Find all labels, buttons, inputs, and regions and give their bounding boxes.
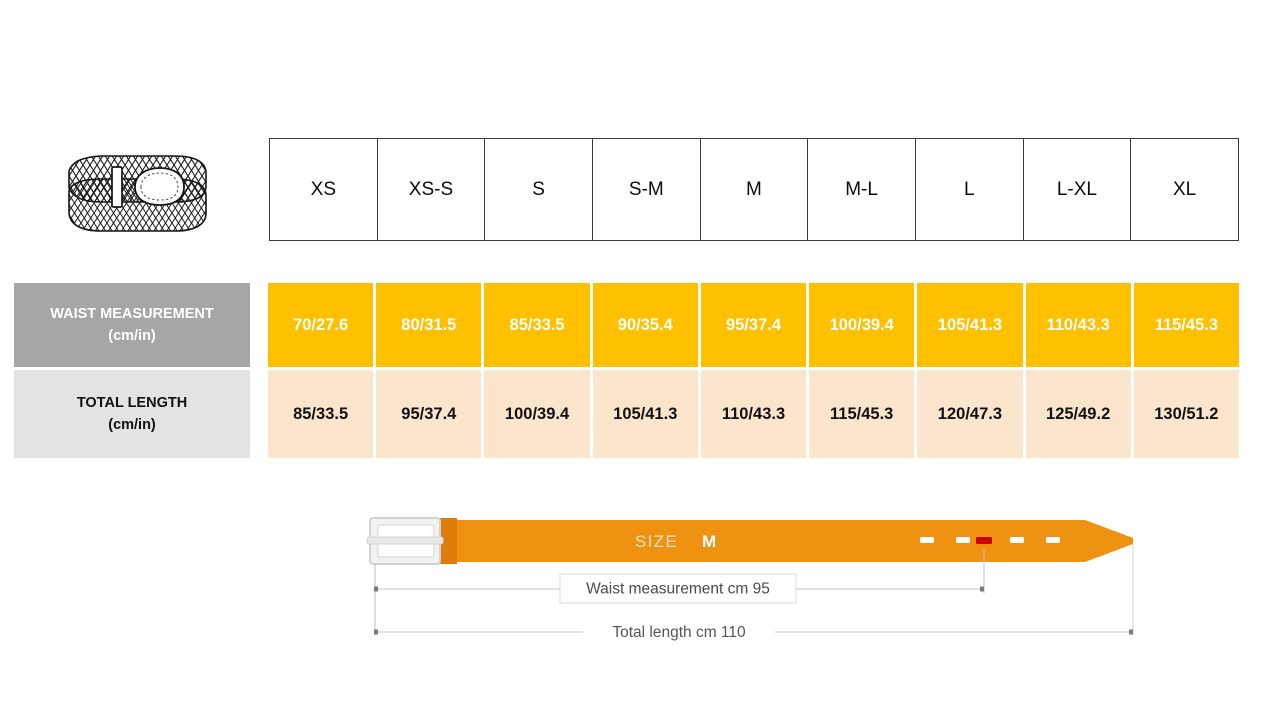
belt-hole-4	[1010, 537, 1024, 543]
length-cell-4: 110/43.3	[700, 370, 807, 458]
length-cell-6: 120/47.3	[917, 370, 1023, 458]
total-length-label-title: TOTAL LENGTH	[76, 394, 188, 411]
size-header-cell-6: L	[914, 138, 1024, 241]
belt-hole-1	[920, 537, 934, 543]
waist-cell-1: 80/31.5	[376, 283, 482, 367]
waist-label-box	[559, 573, 797, 604]
waist-measurement-label-title: WAIST MEASUREMENT	[50, 305, 214, 322]
waist-cell-4: 95/37.4	[700, 283, 807, 367]
belt-buckle-prong-bar	[366, 536, 444, 545]
waist-measurement-caption: Waist measurement cm 95	[586, 581, 770, 598]
braided-belt-illustration	[55, 143, 217, 243]
length-cell-0: 85/33.5	[268, 370, 374, 458]
belt-hole-5	[1046, 537, 1060, 543]
waist-measurement-label: WAIST MEASUREMENT (cm/in)	[14, 283, 250, 367]
waist-cell-5: 100/39.4	[809, 283, 915, 367]
size-header-cell-0: XS	[269, 138, 378, 241]
waist-cell-3: 90/35.4	[592, 283, 698, 367]
waist-cell-2: 85/33.5	[484, 283, 590, 367]
length-cell-3: 105/41.3	[592, 370, 698, 458]
size-header-cell-1: XS-S	[376, 138, 486, 241]
belt-keeper-loop	[439, 518, 457, 564]
total-length-cells: 85/33.5 95/37.4 100/39.4 105/41.3 110/43…	[268, 370, 1239, 458]
size-header-row: XS XS-S S S-M M M-L L L-XL XL	[269, 138, 1239, 241]
belt-hole-2	[956, 537, 970, 543]
waist-cell-7: 110/43.3	[1025, 283, 1131, 367]
waist-measurement-cells: 70/27.6 80/31.5 85/33.5 90/35.4 95/37.4 …	[268, 283, 1239, 367]
size-header-cell-4: M	[699, 138, 809, 241]
total-length-row: TOTAL LENGTH (cm/in) 85/33.5 95/37.4 100…	[14, 370, 1239, 458]
length-cell-8: 130/51.2	[1133, 370, 1239, 458]
waist-dim-tick-left	[374, 586, 378, 592]
size-header-cell-5: M-L	[807, 138, 916, 241]
size-header-cell-7: L-XL	[1022, 138, 1132, 241]
waist-measurement-label-unit: (cm/in)	[108, 328, 156, 344]
belt-measurement-diagram: SIZE M Waist measurement cm 95 Total len…	[355, 498, 1165, 658]
belt-hole-3-active	[976, 537, 992, 544]
size-header-cell-8: XL	[1130, 138, 1239, 241]
waist-measurement-row: WAIST MEASUREMENT (cm/in) 70/27.6 80/31.…	[14, 283, 1239, 367]
braided-belt-icon	[68, 155, 207, 232]
total-dim-tick-right	[1129, 629, 1133, 635]
waist-cell-6: 105/41.3	[917, 283, 1023, 367]
belt-strap	[440, 520, 1133, 562]
total-length-label: TOTAL LENGTH (cm/in)	[14, 370, 250, 458]
waist-cell-8: 115/45.3	[1133, 283, 1239, 367]
total-length-label-unit: (cm/in)	[108, 417, 156, 433]
row-gap-spacer	[250, 370, 268, 458]
measurement-grid: WAIST MEASUREMENT (cm/in) 70/27.6 80/31.…	[14, 283, 1239, 458]
size-header-cell-2: S	[484, 138, 593, 241]
size-header-cell-3: S-M	[591, 138, 701, 241]
length-cell-2: 100/39.4	[484, 370, 590, 458]
waist-dim-tick-right	[980, 586, 984, 592]
length-cell-5: 115/45.3	[809, 370, 915, 458]
length-cell-7: 125/49.2	[1025, 370, 1131, 458]
total-length-caption: Total length cm 110	[612, 624, 746, 641]
belt-size-value: M	[702, 532, 716, 551]
length-cell-1: 95/37.4	[376, 370, 482, 458]
belt-size-word: SIZE	[635, 532, 678, 551]
total-dim-tick-left	[374, 629, 378, 635]
total-label-bg	[583, 619, 775, 645]
row-gap-spacer	[250, 283, 268, 367]
waist-cell-0: 70/27.6	[268, 283, 374, 367]
size-header-table: XS XS-S S S-M M M-L L L-XL XL	[269, 138, 1239, 241]
